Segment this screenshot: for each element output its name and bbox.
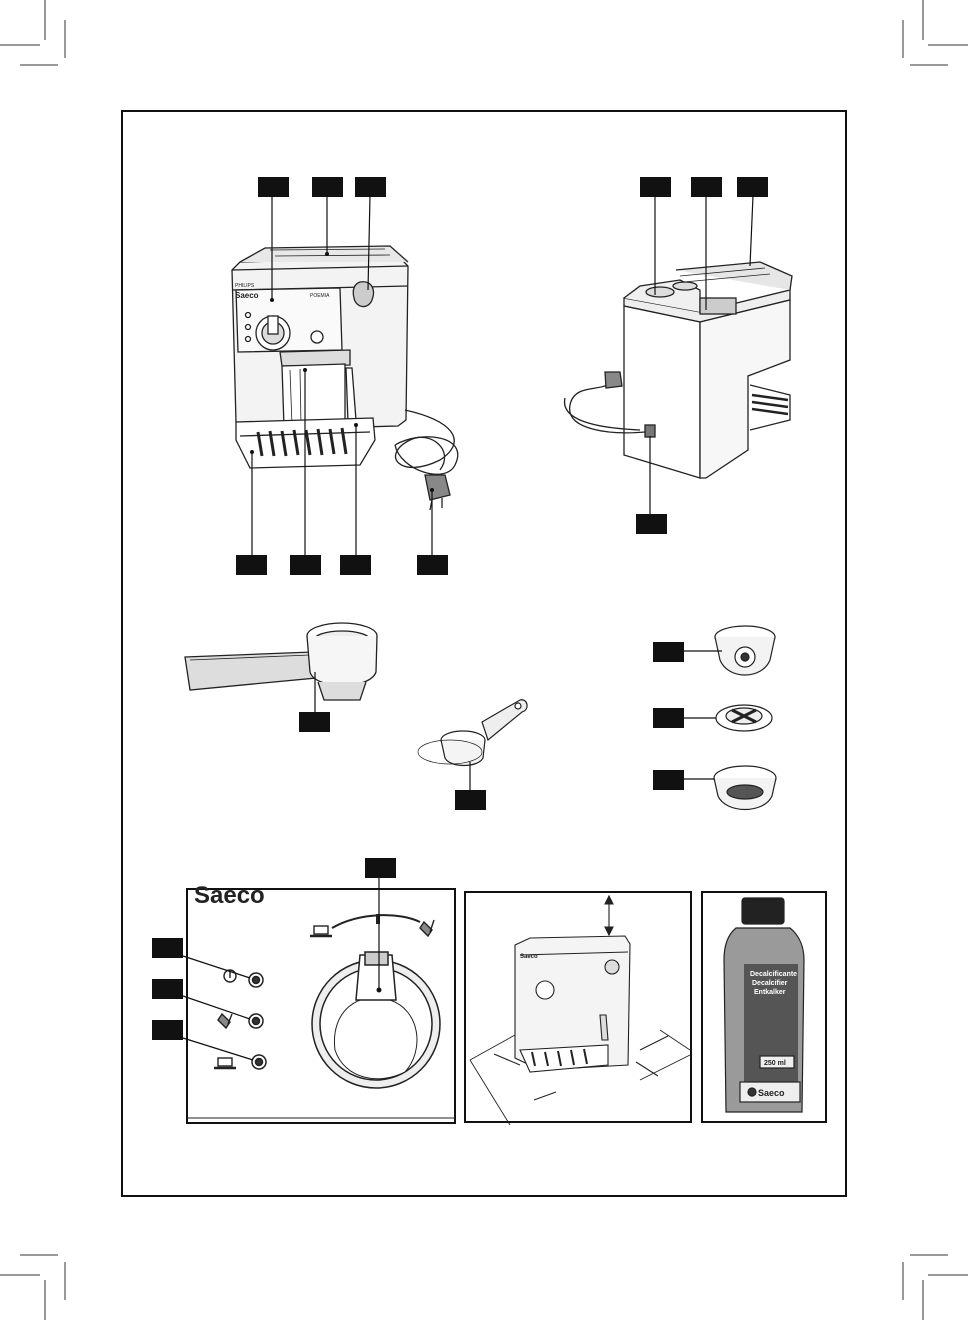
descaler-saeco-logo: Saeco [758, 1088, 785, 1098]
callout-label-7 [417, 555, 448, 575]
portafilter-illustration [184, 622, 378, 701]
leader-lines-control-panel [182, 872, 380, 1061]
callout-label-17 [365, 858, 396, 878]
callout-label-4 [236, 555, 267, 575]
callout-label-3 [355, 177, 386, 197]
coffee-cup-icon [214, 1057, 236, 1070]
closeup-saeco-logo: Saeco [194, 882, 265, 909]
control-panel-closeup [188, 914, 455, 1119]
filter-1-cup [714, 625, 776, 676]
callout-label-6 [340, 555, 371, 575]
clearance-saeco-logo: Saeco [520, 954, 538, 960]
callout-label-19 [152, 979, 183, 999]
brand-model-text: POEMIA [310, 293, 330, 299]
callout-label-12 [299, 712, 330, 732]
brand-philips-text: PHILIPS [235, 283, 255, 289]
callout-label-14 [653, 642, 684, 662]
callout-label-8 [640, 177, 671, 197]
coffee-cup-icon [310, 925, 332, 938]
page-frame [121, 110, 847, 1197]
machine-rear-view [563, 261, 793, 479]
steam-icon [217, 1012, 233, 1030]
callout-label-2 [312, 177, 343, 197]
descaler-label-line-1: Decalcificante [750, 971, 797, 978]
brand-saeco-text: Saeco [235, 291, 259, 300]
steam-icon [419, 919, 435, 938]
descaler-bottle [723, 897, 805, 1113]
pressure-disc [715, 704, 773, 732]
callout-label-13 [455, 790, 486, 810]
callout-label-10 [737, 177, 768, 197]
callout-label-1 [258, 177, 289, 197]
callout-label-15 [653, 708, 684, 728]
filter-2-cup [713, 765, 777, 810]
callout-label-20 [152, 1020, 183, 1040]
callout-label-16 [653, 770, 684, 790]
callout-label-11 [636, 514, 667, 534]
descaler-label-line-3: Entkalker [754, 989, 786, 996]
leader-lines-rear [649, 195, 754, 515]
machine-front-view [231, 245, 459, 511]
measuring-scoop-illustration [417, 699, 528, 767]
leader-lines-filters [683, 650, 722, 780]
callout-label-5 [290, 555, 321, 575]
descaler-label-line-2: Decalcifier [752, 980, 788, 987]
descaler-volume: 250 ml [764, 1060, 786, 1067]
leader-lines-front [251, 195, 433, 558]
placement-clearance-illustration [469, 894, 691, 1126]
callout-label-9 [691, 177, 722, 197]
callout-label-18 [152, 938, 183, 958]
